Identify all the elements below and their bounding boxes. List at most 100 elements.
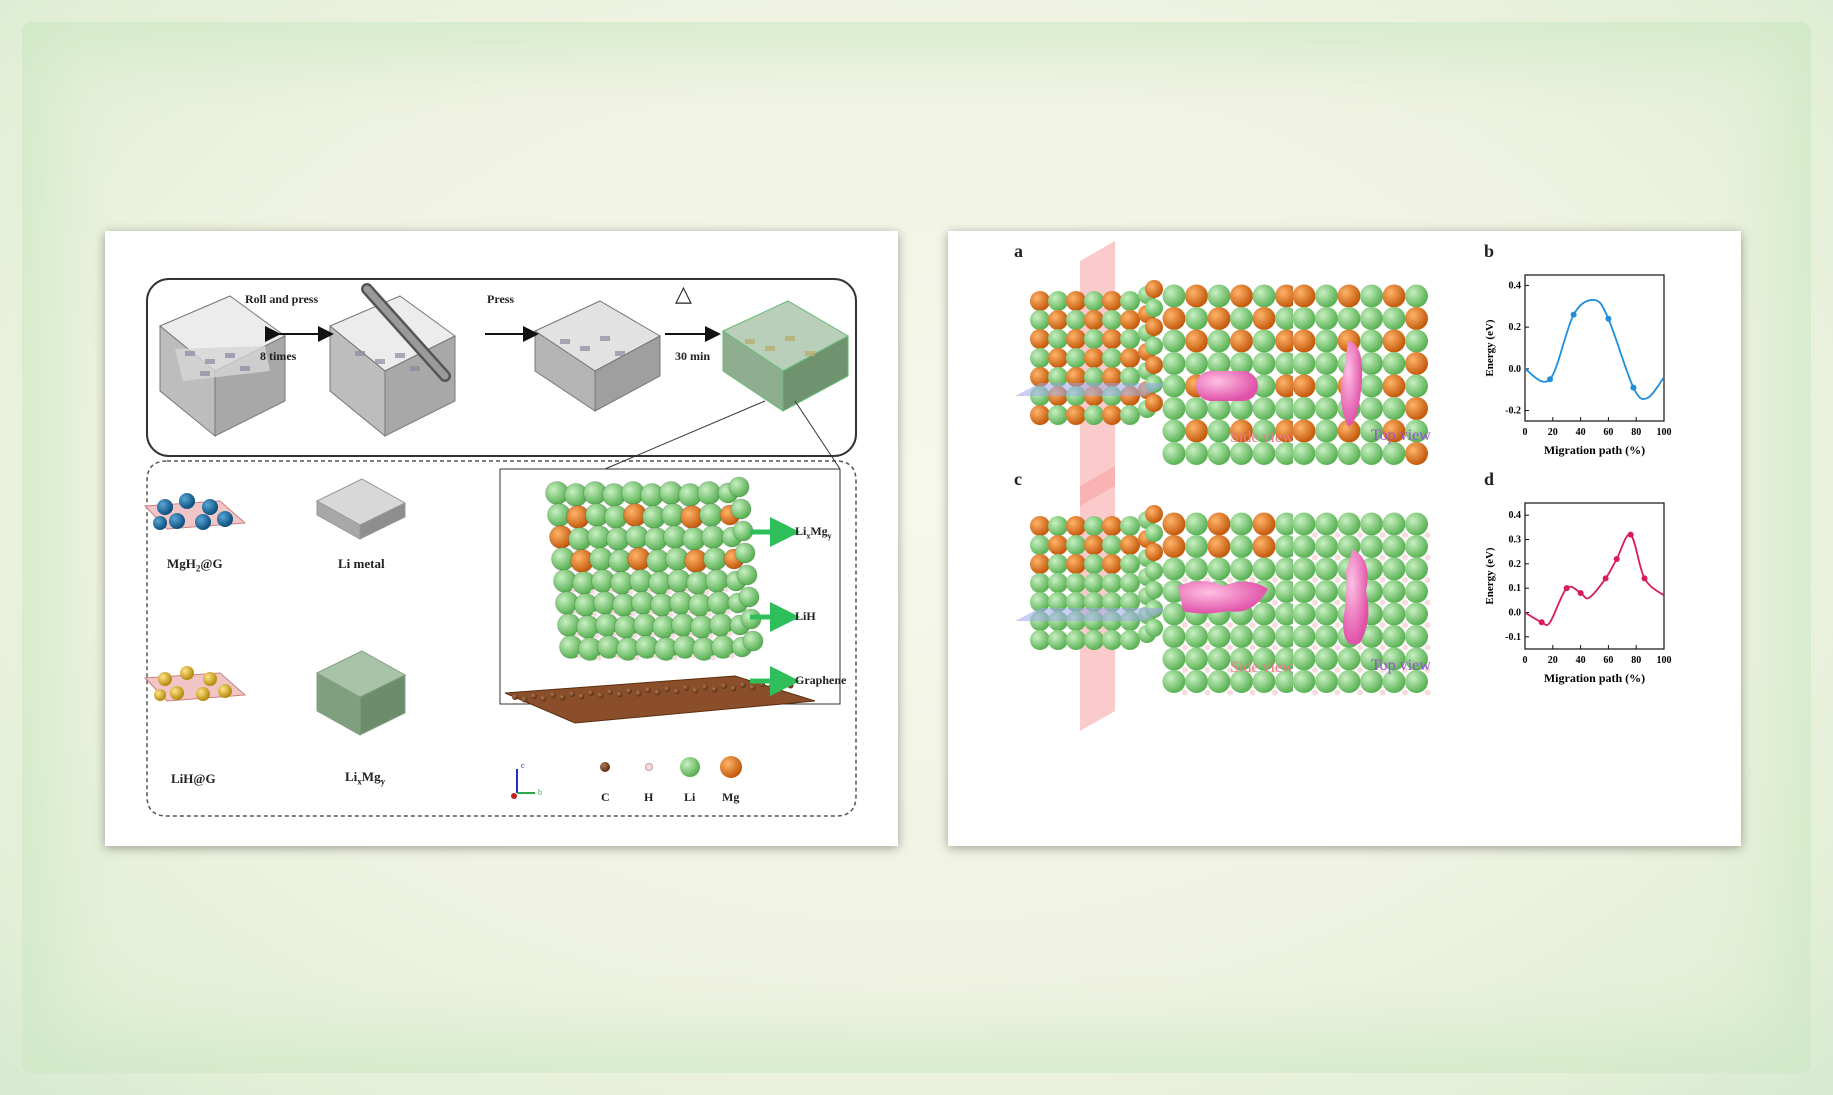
graphene-atom (692, 687, 699, 694)
li-atom (1315, 580, 1338, 603)
energy-curve (1524, 299, 1665, 400)
li-atom (1382, 352, 1406, 375)
li-atom (1185, 512, 1208, 536)
li-atom (1185, 647, 1208, 671)
foil-step-1 (159, 295, 286, 438)
mg-atom (1048, 348, 1068, 368)
lihg-label: LiH@G (171, 771, 216, 786)
li-atom (1102, 348, 1122, 368)
graphene-atom (626, 688, 632, 694)
li-atom (1120, 554, 1140, 574)
migration-path-top-c (1343, 549, 1369, 645)
h-atom (630, 611, 636, 617)
li-atom (1315, 374, 1338, 398)
slice-plane-horizontal (1015, 608, 1170, 621)
graphene-atom (521, 696, 528, 703)
li-atom (1382, 625, 1406, 648)
foil-step-4 (721, 300, 850, 412)
li-atom (1145, 619, 1163, 637)
legend-c-atom (600, 762, 610, 772)
li-atom (1252, 442, 1276, 465)
h-atom (1312, 577, 1318, 583)
mg-atom (1102, 329, 1122, 349)
li-atom (1382, 580, 1406, 603)
li-atom (1048, 329, 1068, 349)
li-atom (1162, 352, 1186, 375)
mg-atom (1207, 535, 1231, 558)
li-atom (1084, 367, 1104, 387)
mg-atom (1048, 535, 1068, 555)
mg-atom (1030, 329, 1050, 349)
graphene-atom (550, 692, 556, 698)
graphene-atom (673, 688, 680, 695)
y-tick-label: 0.2 (1509, 559, 1522, 570)
graphene-atom (512, 694, 518, 700)
mg-atom (1084, 310, 1104, 330)
li-atom (1252, 419, 1276, 443)
li-atom (1185, 397, 1208, 420)
li-atom (701, 525, 725, 549)
li-atom (1162, 397, 1186, 420)
li-atom (1275, 535, 1298, 558)
axis-c-label: c (521, 761, 525, 770)
h-atom (1334, 689, 1341, 696)
legend-h-label: H (644, 790, 654, 804)
li-atom (1315, 284, 1338, 308)
li-atom (1030, 630, 1050, 650)
li-atom (1382, 442, 1406, 465)
li-atom (1275, 580, 1298, 603)
mg-atom (1275, 374, 1298, 398)
mg-atom (1030, 554, 1050, 574)
li-atom (1360, 670, 1383, 693)
step-roll-press-label: Roll and press (245, 292, 319, 306)
li-atom (1030, 535, 1050, 555)
li-atom (1120, 592, 1140, 612)
li-atom (1207, 397, 1231, 420)
synthesis-schematic-panel: Roll and press 8 times Press △ 30 min Mg… (105, 231, 898, 846)
li-atom (1382, 397, 1406, 420)
graphene-atom (749, 684, 756, 691)
li-atom (1102, 573, 1122, 593)
panel-label-b: b (1484, 241, 1495, 261)
h-atom (710, 655, 716, 661)
legend-li-label: Li (684, 790, 696, 804)
li-atom (1066, 535, 1086, 555)
graphene-atom (768, 683, 775, 690)
h-atom (632, 633, 638, 639)
h-atom (723, 587, 729, 593)
h-atom (1424, 622, 1431, 628)
li-atom (1382, 307, 1406, 330)
li-atom (1252, 602, 1276, 626)
h-atom (628, 589, 634, 595)
mg-atom (1102, 554, 1122, 574)
li-atom (1048, 367, 1068, 387)
li-atom (1292, 557, 1316, 581)
li-atom (1337, 512, 1361, 536)
li-atom (1102, 592, 1122, 612)
li-atom (1382, 535, 1406, 558)
li-atom (1162, 442, 1186, 465)
graphene-atom (721, 683, 727, 689)
mg-atom (1292, 374, 1316, 398)
li-atom (1405, 374, 1428, 398)
crystal-structure (504, 476, 816, 724)
y-axis-label: Energy (eV) (1484, 547, 1496, 604)
li-atom (1145, 356, 1163, 374)
li-atom (1315, 535, 1338, 558)
h-atom (1334, 532, 1341, 538)
li-atom (1145, 581, 1163, 599)
li-atom (1360, 397, 1383, 420)
li-atom (1162, 284, 1186, 308)
li-atom (1185, 625, 1208, 648)
li-atom (1275, 397, 1298, 420)
h-atom (596, 655, 602, 661)
li-atom (703, 547, 727, 571)
h-atom (668, 611, 674, 617)
h-atom (1334, 622, 1341, 628)
li-atom (1315, 512, 1338, 536)
li-atom (1207, 647, 1231, 671)
mg-atom (1252, 307, 1276, 330)
li-atom (1275, 307, 1298, 330)
h-atom (1182, 622, 1188, 628)
mg-atom (1230, 284, 1253, 308)
